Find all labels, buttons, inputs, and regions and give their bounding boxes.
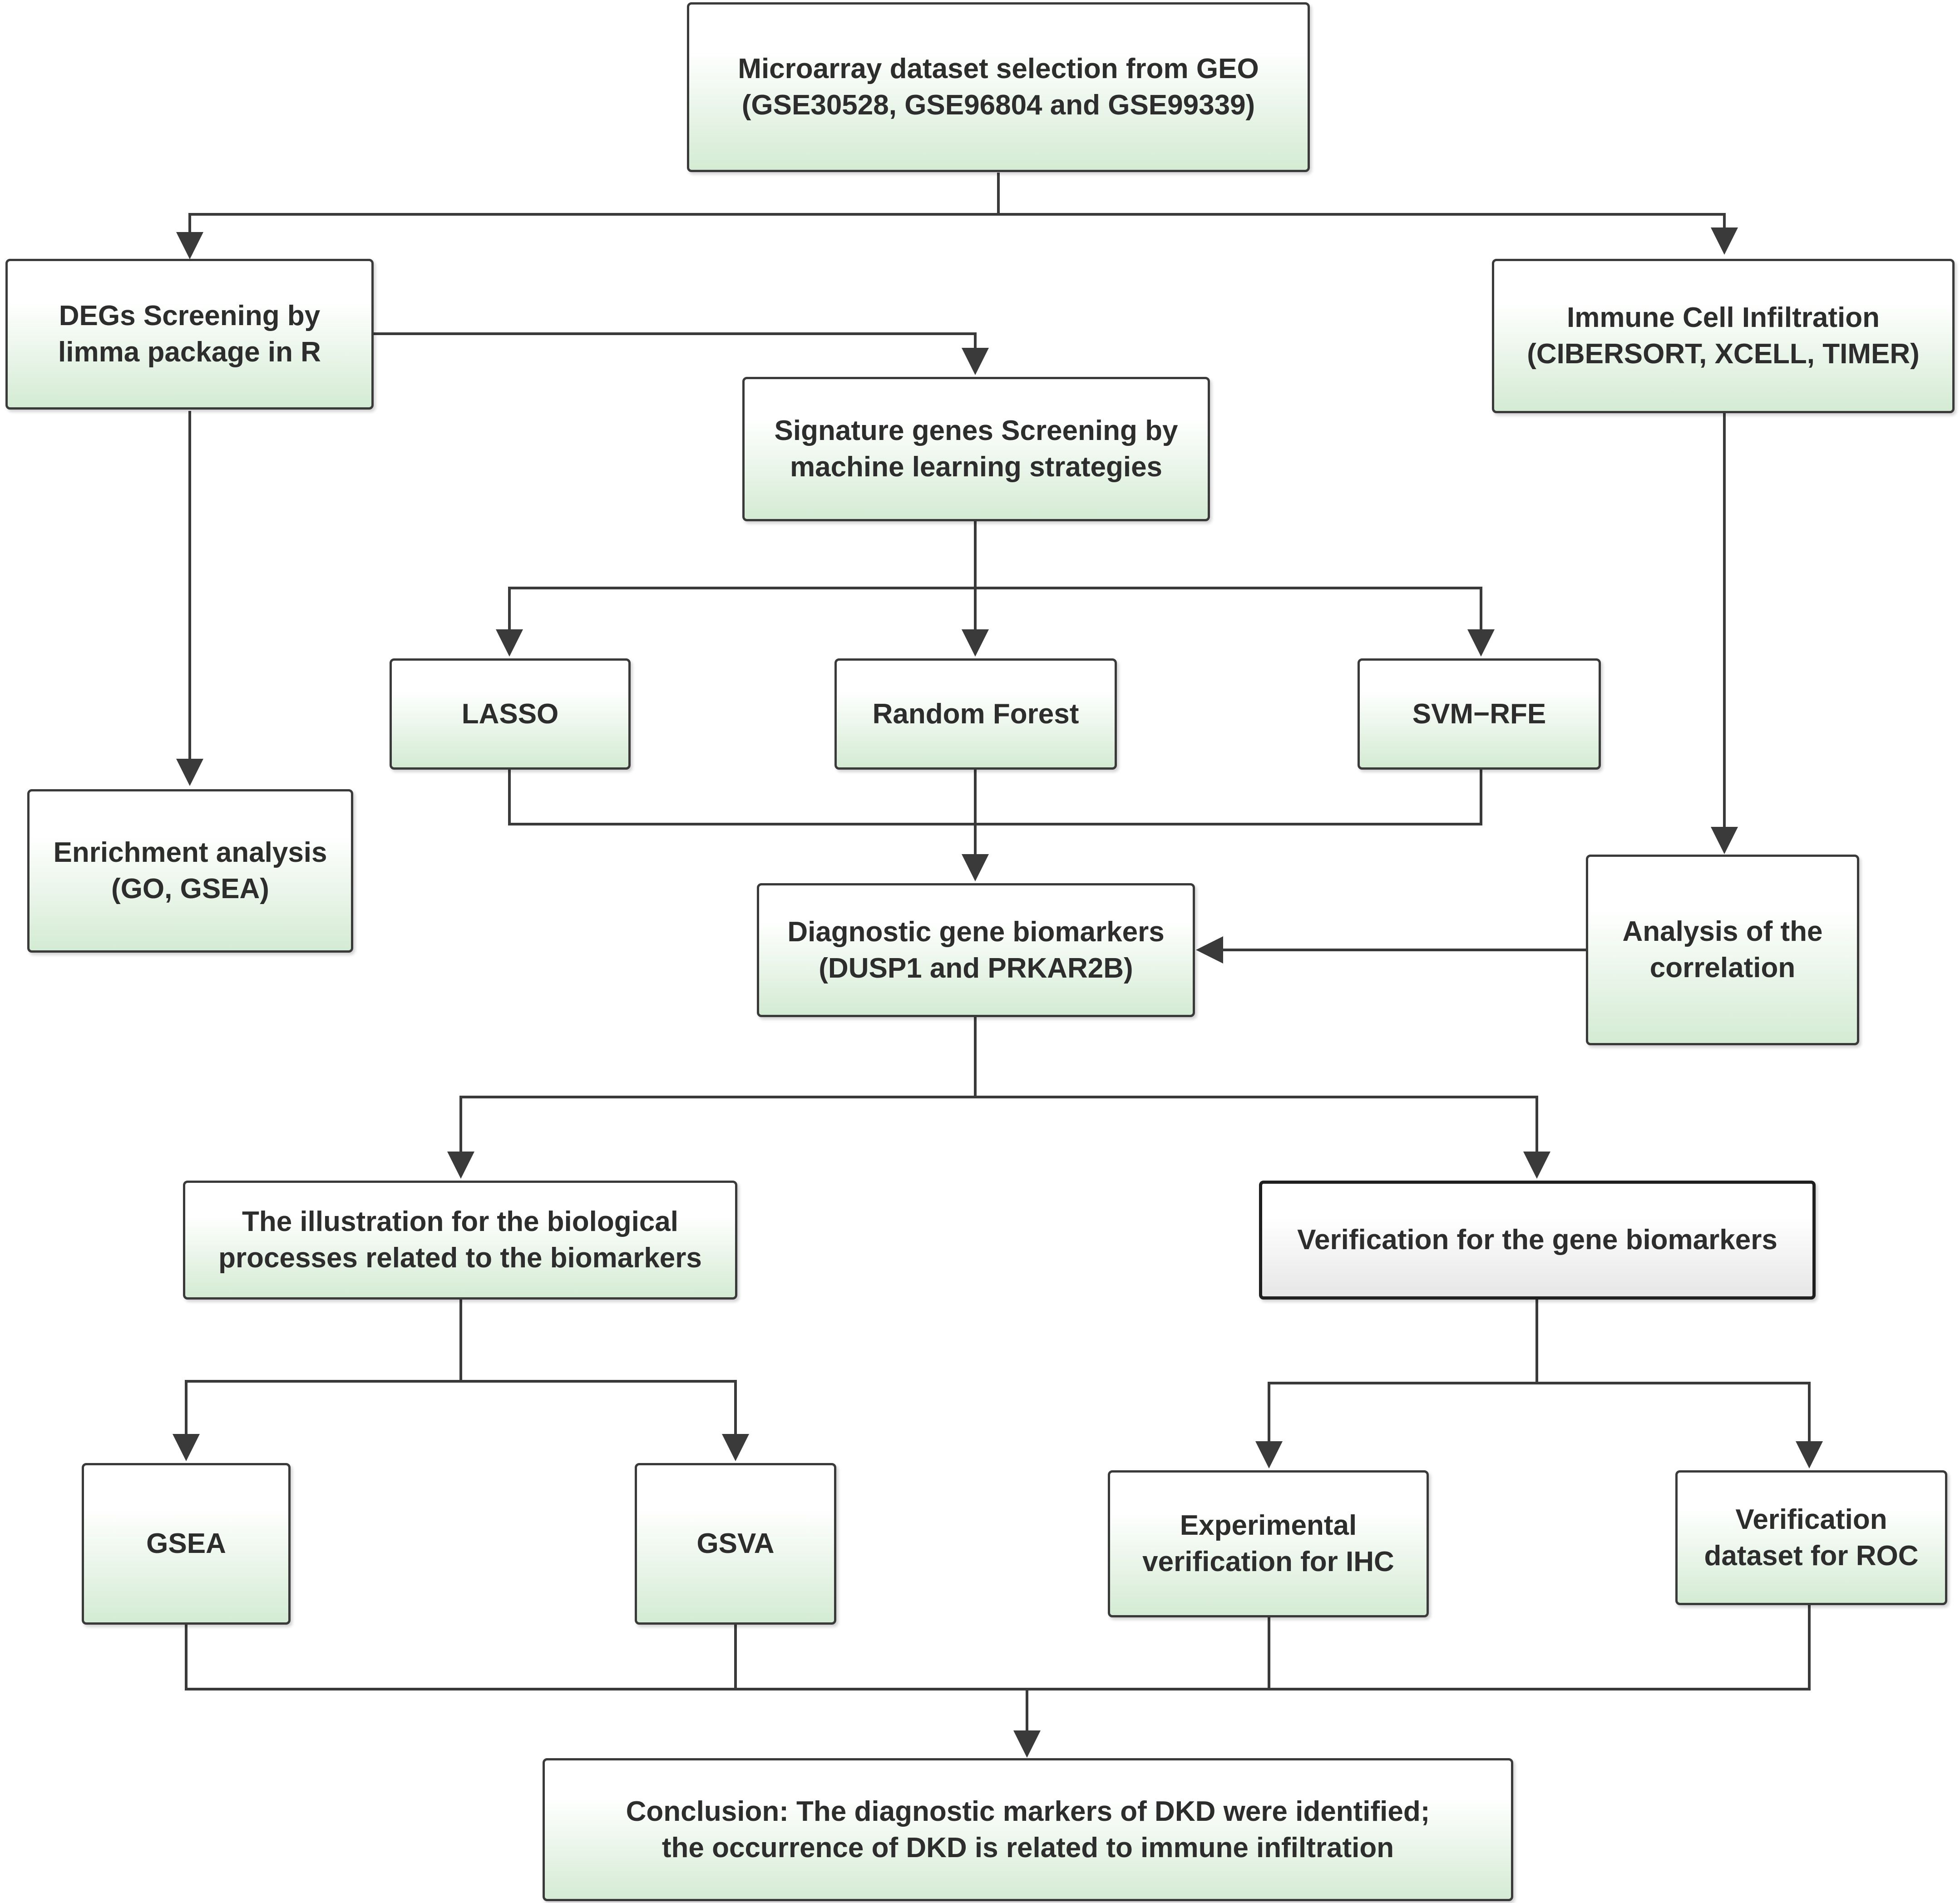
node-enrichment: Enrichment analysis (GO, GSEA) — [27, 789, 353, 953]
node-lasso: LASSO — [390, 658, 631, 770]
node-illustration-line-2: processes related to the biomarkers — [218, 1242, 702, 1274]
node-verification: Verification for the gene biomarkers — [1259, 1181, 1816, 1300]
node-roc: Verification dataset for ROC — [1675, 1470, 1947, 1605]
node-conclusion-line-1: Conclusion: The diagnostic markers of DK… — [626, 1795, 1430, 1827]
node-illustration-line-1: The illustration for the biological — [242, 1206, 679, 1237]
connector-signature-split — [496, 521, 977, 657]
connector-microarray-split — [188, 173, 1000, 252]
connector-signature-svm — [975, 587, 1495, 657]
node-microarray: Microarray dataset selection from GEO (G… — [687, 2, 1310, 172]
node-diagnostic: Diagnostic gene biomarkers (DUSP1 and PR… — [757, 883, 1195, 1017]
node-correlation-line-2: correlation — [1649, 952, 1796, 984]
connector-illustration-gsva — [461, 1380, 749, 1461]
node-enrichment-line-1: Enrichment analysis — [53, 837, 327, 868]
node-immune: Immune Cell Infiltration (CIBERSORT, XCE… — [1492, 259, 1955, 413]
node-conclusion-line-2: the occurrence of DKD is related to immu… — [662, 1832, 1394, 1863]
node-svm-rfe: SVM−RFE — [1358, 658, 1601, 770]
connector-diagnostic-split — [447, 1017, 977, 1179]
node-degs: DEGs Screening by limma package in R — [5, 259, 374, 410]
connector-verification-roc — [1537, 1382, 1823, 1468]
node-conclusion: Conclusion: The diagnostic markers of DK… — [543, 1758, 1513, 1901]
node-random-forest: Random Forest — [834, 658, 1117, 770]
node-diagnostic-line-2: (DUSP1 and PRKAR2B) — [819, 952, 1133, 984]
node-random-forest-line-1: Random Forest — [872, 698, 1079, 730]
node-illustration: The illustration for the biological proc… — [183, 1181, 737, 1300]
node-gsea-line-1: GSEA — [146, 1528, 226, 1559]
node-roc-line-2: dataset for ROC — [1704, 1540, 1919, 1572]
node-degs-line-1: DEGs Screening by — [59, 300, 321, 331]
node-microarray-line-2: (GSE30528, GSE96804 and GSE99339) — [741, 89, 1255, 121]
node-signature: Signature genes Screening by machine lea… — [742, 377, 1210, 521]
node-roc-line-1: Verification — [1735, 1503, 1887, 1535]
node-correlation: Analysis of the correlation — [1586, 855, 1859, 1045]
node-enrichment-line-2: (GO, GSEA) — [111, 873, 269, 905]
node-signature-line-1: Signature genes Screening by — [774, 415, 1178, 446]
connector-verification-split — [1255, 1300, 1538, 1468]
connector-bottom-merge — [185, 1605, 1811, 1690]
node-gsva-line-1: GSVA — [696, 1528, 775, 1559]
connector-diagnostic-verification — [975, 1096, 1550, 1179]
node-degs-line-2: limma package in R — [58, 336, 321, 368]
node-correlation-line-1: Analysis of the — [1622, 916, 1823, 947]
node-microarray-line-1: Microarray dataset selection from GEO — [738, 53, 1259, 84]
node-signature-line-2: machine learning strategies — [790, 451, 1163, 483]
node-gsea: GSEA — [82, 1463, 291, 1625]
node-verification-line-1: Verification for the gene biomarkers — [1297, 1224, 1777, 1255]
node-svm-rfe-line-1: SVM−RFE — [1412, 698, 1546, 730]
connector-illustration-split — [173, 1300, 462, 1461]
node-ihc: Experimental verification for IHC — [1108, 1470, 1429, 1617]
node-ihc-line-1: Experimental — [1180, 1510, 1357, 1541]
connector-ml-merge — [508, 770, 1482, 825]
node-immune-line-2: (CIBERSORT, XCELL, TIMER) — [1527, 338, 1920, 370]
connector-microarray-immune — [998, 213, 1738, 255]
node-lasso-line-1: LASSO — [461, 698, 559, 730]
connector-degs-signature — [373, 332, 989, 375]
node-immune-line-1: Immune Cell Infiltration — [1567, 302, 1880, 333]
node-ihc-line-2: verification for IHC — [1142, 1546, 1394, 1577]
node-gsva: GSVA — [635, 1463, 836, 1625]
node-diagnostic-line-1: Diagnostic gene biomarkers — [787, 916, 1165, 948]
